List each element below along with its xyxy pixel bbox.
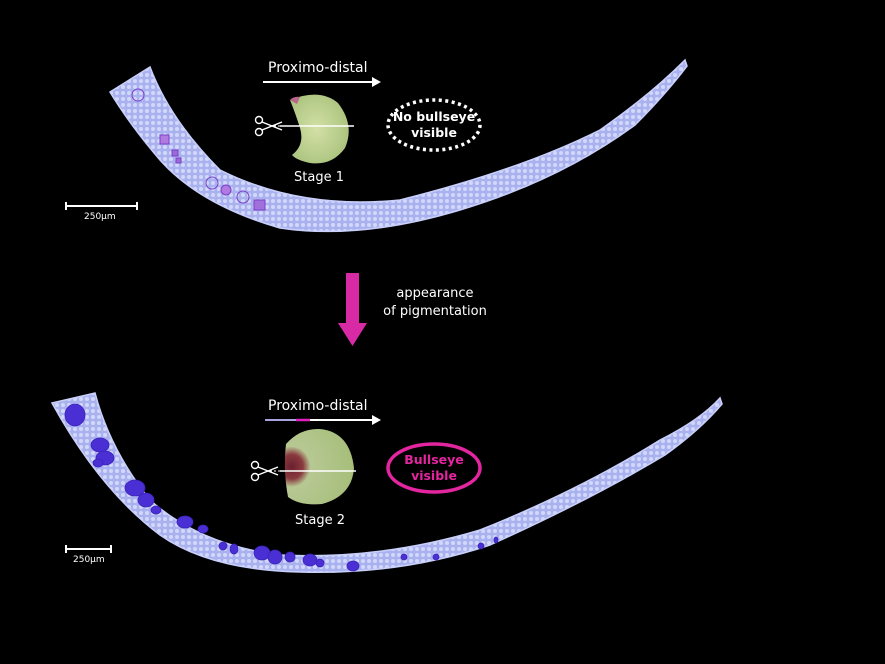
- stage1-tissue-section: [108, 58, 688, 233]
- stage1-bullseye-label: No bullseye visible: [388, 109, 480, 141]
- stage2-bullseye-label-line1: Bullseye: [404, 452, 464, 467]
- stage1-bullseye-label-line2: visible: [411, 125, 457, 140]
- stage2-direction-arrowhead: [372, 415, 381, 425]
- stage1-cells: [131, 88, 266, 211]
- stage1-petal-image: [290, 94, 349, 164]
- stage2-bullseye-label: Bullseye visible: [388, 452, 480, 484]
- stage2-petal-image: [284, 428, 354, 505]
- transition-label-line2: of pigmentation: [383, 304, 487, 319]
- stage1-direction-label: Proximo-distal: [268, 60, 368, 76]
- stage2-scale-bar-label: 250µm: [73, 555, 105, 565]
- scissors-icon: [250, 460, 279, 482]
- transition-label: appearance of pigmentation: [380, 285, 490, 321]
- stage2-bullseye-oval: [386, 442, 482, 494]
- transition-arrow: [338, 273, 367, 346]
- stage2-tissue-section: [50, 392, 723, 574]
- stage1-direction-arrowhead: [372, 77, 381, 87]
- stage2-pigmented-cells: [64, 403, 499, 572]
- stage2-direction-label: Proximo-distal: [268, 398, 368, 414]
- stage1-bullseye-oval: [386, 98, 482, 152]
- stage2-stage-label: Stage 2: [295, 513, 345, 528]
- scissors-icon: [254, 115, 283, 137]
- stage1-petal-tip: [290, 96, 300, 104]
- stage1-bullseye-label-line1: No bullseye: [392, 109, 476, 124]
- stage1-scale-bar-label: 250µm: [84, 212, 116, 222]
- transition-label-line1: appearance: [396, 286, 474, 301]
- stage2-bullseye-label-line2: visible: [411, 468, 457, 483]
- stage1-scale-bar: [65, 202, 138, 210]
- stage2-scale-bar: [65, 545, 112, 553]
- stage1-stage-label: Stage 1: [294, 170, 344, 185]
